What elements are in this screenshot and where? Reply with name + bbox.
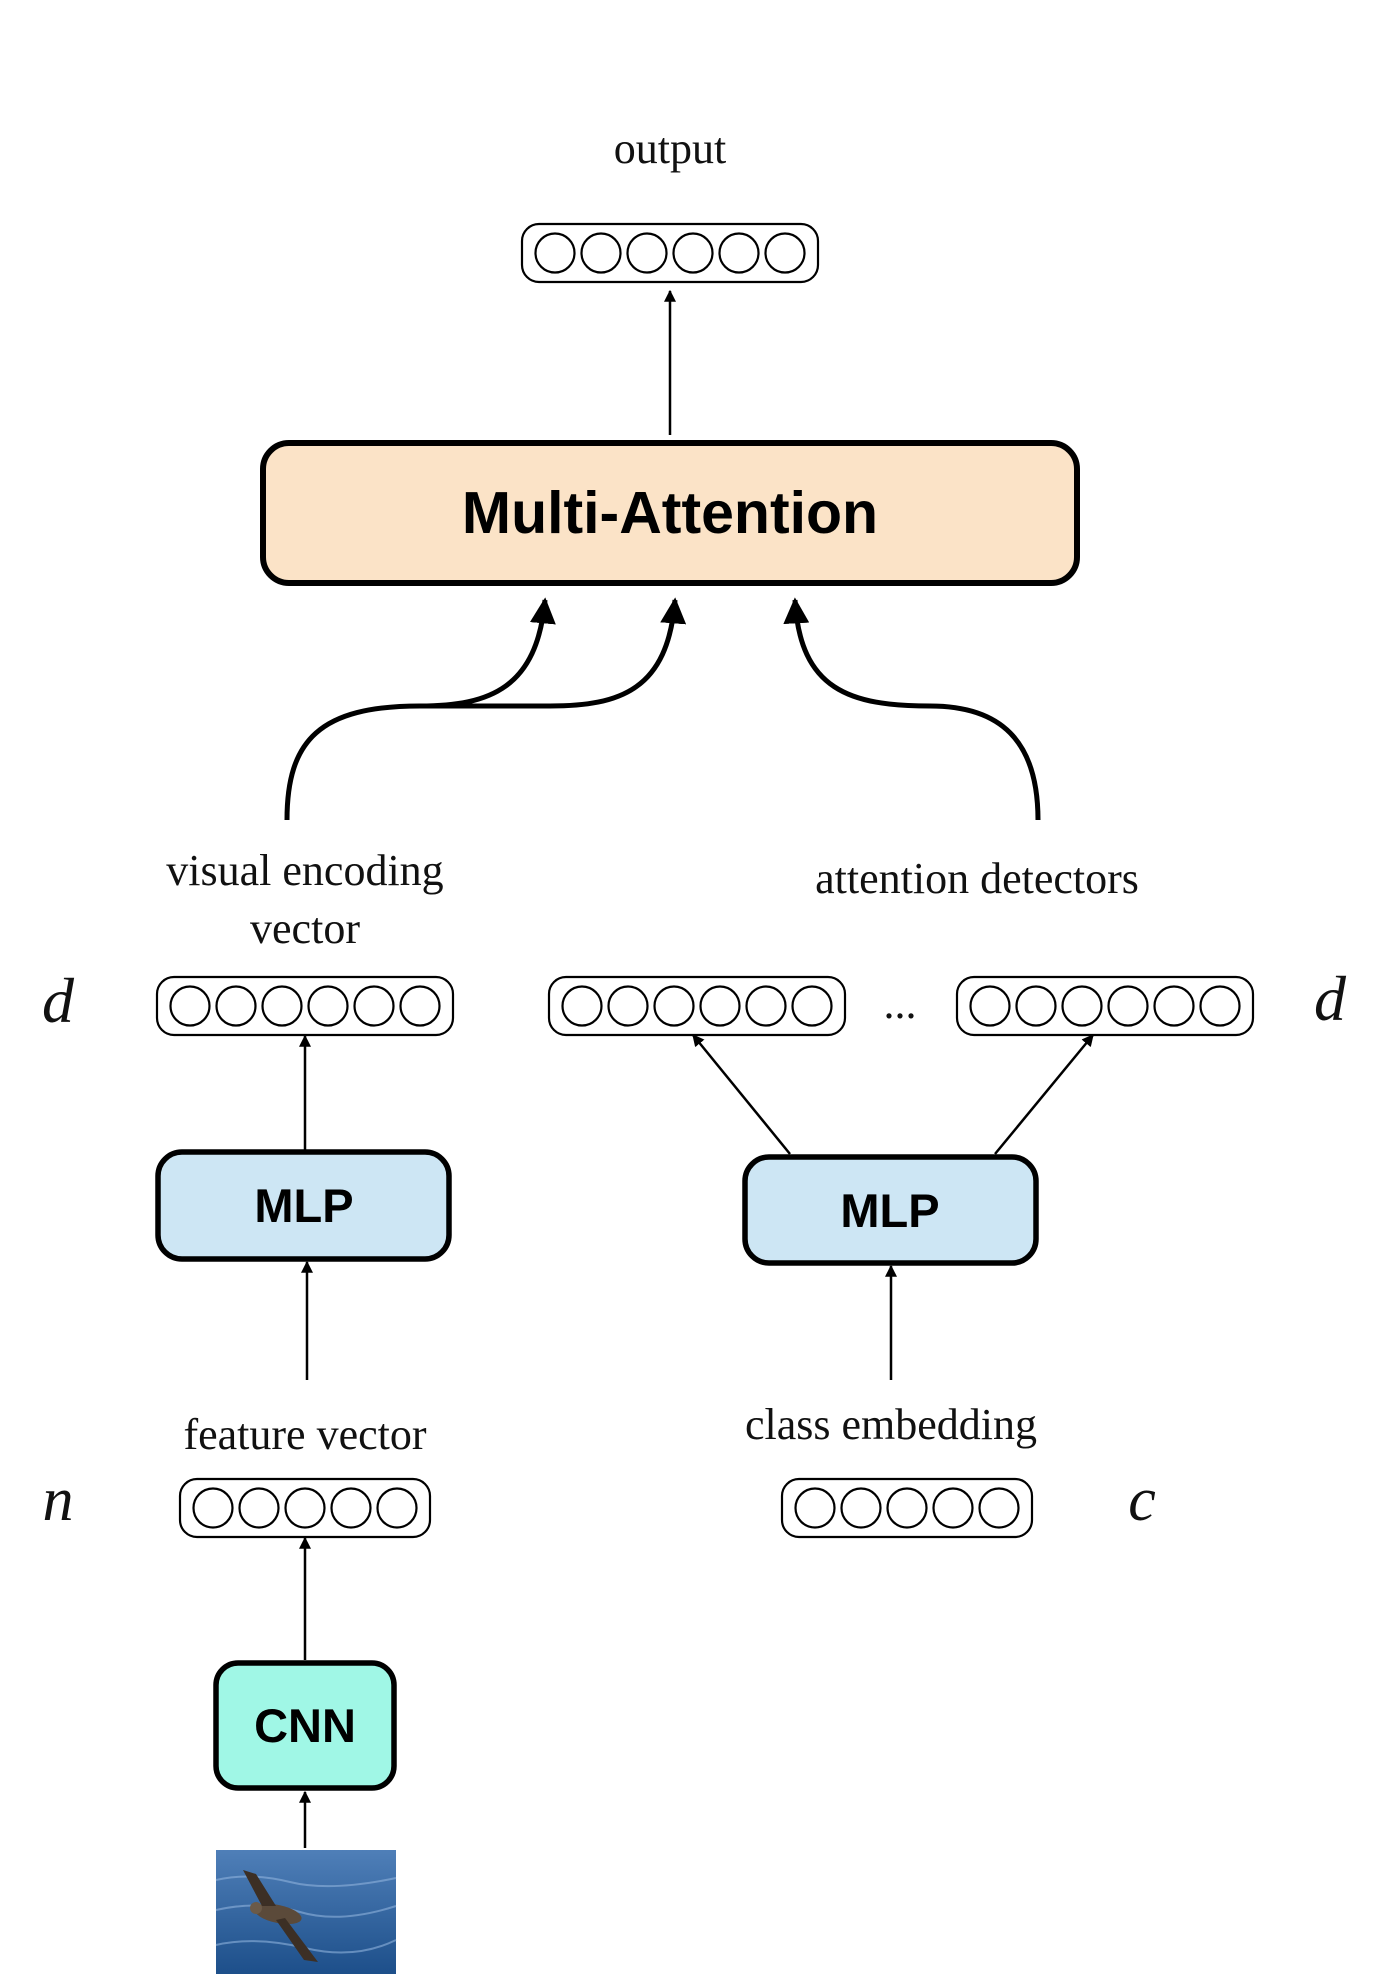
attention-detector-vector-first bbox=[547, 975, 847, 1037]
multi-attention-label: Multi-Attention bbox=[462, 480, 878, 546]
vector-cell bbox=[969, 985, 1011, 1027]
vector-cell bbox=[745, 985, 787, 1027]
output-vector bbox=[520, 222, 820, 284]
vector-cell bbox=[840, 1487, 882, 1529]
vector-cell bbox=[215, 985, 257, 1027]
vector-cell bbox=[580, 232, 622, 274]
arrow-mlp-to-detector-first bbox=[692, 1034, 791, 1155]
vector-cell bbox=[1153, 985, 1195, 1027]
feature-vector bbox=[178, 1477, 432, 1539]
feature-vector-label: feature vector bbox=[183, 1410, 426, 1459]
dimension-c: c bbox=[1128, 1466, 1156, 1534]
vector-cell bbox=[791, 985, 833, 1027]
dimension-d-left: d bbox=[42, 965, 75, 1036]
arrow-visual-to-attention-2 bbox=[420, 597, 687, 709]
cnn-label: CNN bbox=[254, 1699, 356, 1752]
vector-cell bbox=[699, 985, 741, 1027]
dimension-d-right: d bbox=[1314, 963, 1347, 1034]
vector-cell bbox=[653, 985, 695, 1027]
vector-cell bbox=[330, 1487, 372, 1529]
vector-cell bbox=[978, 1487, 1020, 1529]
attention-detectors-label: attention detectors bbox=[815, 854, 1139, 903]
mlp-right-block: MLP bbox=[742, 1154, 1039, 1266]
arrow-detectors-to-attention bbox=[783, 597, 1041, 821]
arrow-visual-to-attention-1 bbox=[284, 597, 556, 821]
vector-cell bbox=[1107, 985, 1149, 1027]
class-embedding-label: class embedding bbox=[745, 1400, 1037, 1449]
dimension-n: n bbox=[43, 1466, 74, 1534]
mlp-right-label: MLP bbox=[840, 1184, 939, 1237]
vector-cell bbox=[794, 1487, 836, 1529]
vector-cell bbox=[376, 1487, 418, 1529]
vector-cell bbox=[607, 985, 649, 1027]
vector-cell bbox=[886, 1487, 928, 1529]
cnn-block: CNN bbox=[213, 1660, 397, 1791]
output-label: output bbox=[614, 124, 726, 173]
vector-cell bbox=[284, 1487, 326, 1529]
vector-cell bbox=[764, 232, 806, 274]
vector-cell bbox=[1015, 985, 1057, 1027]
vector-cell bbox=[192, 1487, 234, 1529]
visual-encoding-label: visual encoding bbox=[166, 846, 443, 895]
vector-cell bbox=[561, 985, 603, 1027]
ellipsis: ... bbox=[884, 979, 917, 1028]
vector-cell bbox=[238, 1487, 280, 1529]
vector-cell bbox=[718, 232, 760, 274]
vector-cell bbox=[353, 985, 395, 1027]
vector-cell bbox=[399, 985, 441, 1027]
vector-cell bbox=[626, 232, 668, 274]
input-bird-image bbox=[215, 1850, 397, 1974]
multi-attention-block: Multi-Attention bbox=[260, 440, 1080, 586]
visual-encoding-vector bbox=[155, 975, 455, 1037]
vector-cell bbox=[672, 232, 714, 274]
vector-cell bbox=[1199, 985, 1241, 1027]
vector-cell bbox=[1061, 985, 1103, 1027]
vector-cell bbox=[534, 232, 576, 274]
vector-cell bbox=[261, 985, 303, 1027]
arrow-mlp-to-detector-last bbox=[994, 1034, 1094, 1155]
vector-cell bbox=[169, 985, 211, 1027]
vector-label: vector bbox=[250, 904, 360, 953]
attention-detector-vector-last bbox=[955, 975, 1255, 1037]
vector-cell bbox=[932, 1487, 974, 1529]
mlp-left-block: MLP bbox=[155, 1149, 452, 1262]
vector-cell bbox=[307, 985, 349, 1027]
mlp-left-label: MLP bbox=[254, 1179, 353, 1232]
class-embedding-vector bbox=[780, 1477, 1034, 1539]
